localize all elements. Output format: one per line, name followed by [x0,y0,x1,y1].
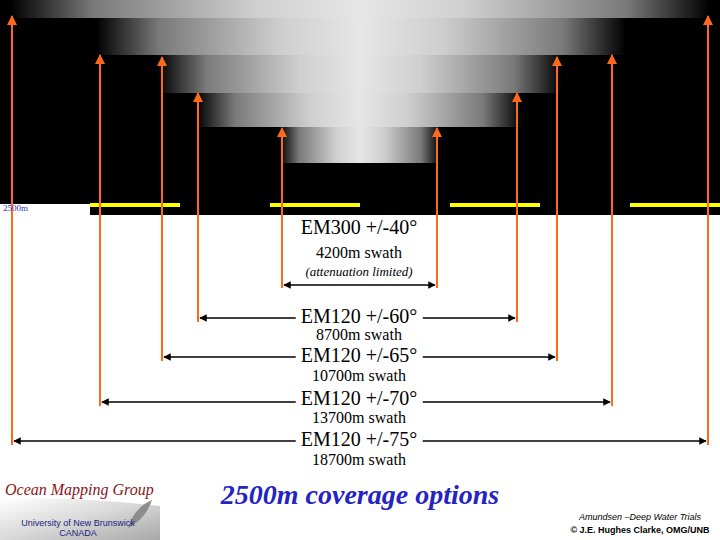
swath-band [96,18,626,55]
swath-band [196,93,522,127]
beam-arrow [281,128,283,288]
project-note: Amundsen –Deep Water Trials [579,512,701,522]
beam-arrow [161,57,163,361]
angle-label: EM120 +/-65° [296,344,423,367]
note-label: (attenuation limited) [305,265,412,280]
beam-arrow [11,16,13,445]
swath-band [158,55,562,93]
swath-arrows [14,285,706,441]
beam-arrow [516,93,518,322]
title-heading: 2500m coverage options [221,479,499,511]
swath-label: 18700m swath [312,451,406,469]
logo-name: Ocean Mapping Group [5,481,154,499]
beam-arrow [611,55,613,406]
swath-arrow [284,284,435,286]
scale-label: 2500m [3,203,28,213]
angle-label: EM120 +/-60° [296,305,423,328]
depth-marker [630,203,720,207]
angle-label: EM300 +/-40° [301,216,418,239]
beam-arrows [12,16,708,445]
beam-arrow [707,16,709,445]
beam-arrow [197,93,199,322]
angle-label: EM120 +/-70° [296,387,423,410]
swath-label: 10700m swath [312,367,406,385]
depth-marker [270,203,360,207]
swath-label: 8700m swath [316,326,402,344]
beam-arrow [556,57,558,361]
depth-marker [90,203,180,207]
swath-band [280,127,440,163]
beam-arrow [99,55,101,406]
copyright-note: © J.E. Hughes Clarke, OMG/UNB [570,525,709,535]
logo-country: CANADA [59,528,97,538]
swath-label: 13700m swath [312,409,406,427]
swath-band [10,0,710,18]
logo-university: University of New Brunswick [21,518,135,528]
scale-bar [0,204,90,215]
logo-swoosh [0,498,160,540]
angle-label: EM120 +/-75° [296,428,423,451]
swath-label: 4200m swath [316,244,402,262]
beam-arrow [436,128,438,288]
depth-marker [450,203,540,207]
